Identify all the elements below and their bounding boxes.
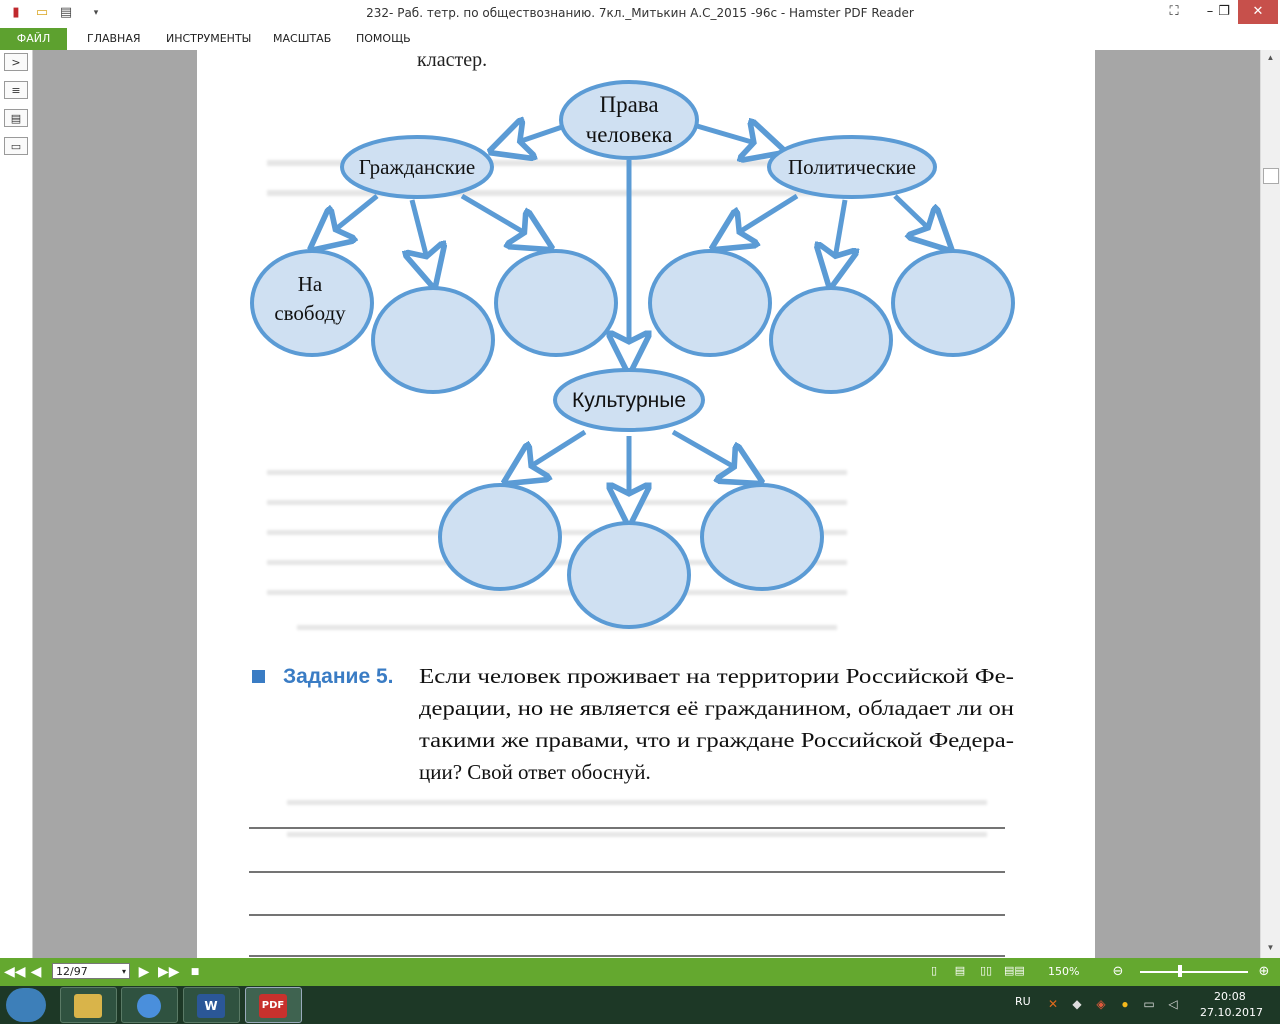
close-button[interactable]: ✕ bbox=[1238, 0, 1278, 24]
minimize-button[interactable]: – bbox=[1206, 4, 1214, 19]
fullscreen-button[interactable]: ⛶ bbox=[1169, 4, 1179, 19]
quick-access-dropdown-icon[interactable]: ▾ bbox=[93, 8, 99, 18]
root-label-line2: человека bbox=[586, 122, 673, 147]
zoom-out-icon[interactable]: ⊖ bbox=[1112, 964, 1124, 979]
menu-help[interactable]: ПОМОЩЬ bbox=[356, 32, 411, 45]
first-page-icon[interactable]: ◀◀ bbox=[4, 964, 26, 980]
task-text-line-2: дерации, но не является её гражданином, … bbox=[419, 696, 1014, 720]
clock-time[interactable]: 20:08 bbox=[1214, 990, 1246, 1003]
task-text-line-1: Если человек проживает на территории Рос… bbox=[419, 664, 1014, 688]
node-civil-empty-2 bbox=[494, 249, 618, 357]
single-page-view-icon[interactable]: ▯ bbox=[930, 964, 938, 977]
folder-icon bbox=[74, 994, 102, 1018]
restore-button[interactable]: ❐ bbox=[1218, 4, 1230, 19]
node-civil-empty-1 bbox=[371, 286, 495, 394]
scrollbar-thumb[interactable] bbox=[1263, 168, 1279, 184]
page-indicator: 12/97 bbox=[56, 965, 88, 978]
update-icon[interactable]: ◈ bbox=[1096, 997, 1106, 1011]
cluster-caption: кластер. bbox=[417, 50, 487, 71]
node-human-rights bbox=[559, 80, 699, 160]
menu-zoom[interactable]: МАСШТАБ bbox=[273, 32, 332, 45]
page-dropdown-icon[interactable]: ▾ bbox=[121, 967, 126, 976]
answer-lines bbox=[249, 827, 1005, 957]
node-political-empty-1 bbox=[648, 249, 772, 357]
diagram-nodes bbox=[250, 80, 1015, 629]
scroll-down-icon[interactable]: ▼ bbox=[1266, 943, 1275, 952]
node-political-empty-3 bbox=[891, 249, 1015, 357]
title-bar: ▮ ▭ ▤ ▾ 232- Раб. тетр. по обществознани… bbox=[0, 0, 1280, 28]
network-icon[interactable]: ▭ bbox=[1143, 997, 1155, 1011]
node-cultural-empty-3 bbox=[700, 483, 824, 591]
zoom-level: 150% bbox=[1048, 965, 1080, 978]
node-cultural bbox=[553, 368, 705, 432]
taskbar-chrome[interactable] bbox=[121, 987, 178, 1023]
task-label: Задание 5. bbox=[283, 665, 393, 688]
avast-icon[interactable]: ✕ bbox=[1047, 997, 1059, 1011]
political-label: Политические bbox=[788, 155, 916, 179]
shield-icon[interactable]: ◆ bbox=[1072, 997, 1082, 1011]
print-icon[interactable]: ▤ bbox=[59, 5, 73, 20]
open-folder-icon[interactable]: ▭ bbox=[35, 5, 49, 20]
pdf-page: кластер. bbox=[197, 50, 1095, 958]
scroll-up-icon[interactable]: ▲ bbox=[1266, 53, 1275, 62]
node-cultural-empty-1 bbox=[438, 483, 562, 591]
start-button[interactable] bbox=[6, 988, 46, 1022]
rights-cluster-diagram: кластер. bbox=[249, 50, 1015, 957]
task-text-line-4: ции? Свой ответ обоснуй. bbox=[419, 760, 651, 784]
status-bar: ◀◀ ◀ 12/97 ▾ ▶ ▶▶ ■ ▯ ▤ ▯▯ ▤▤ 150% ⊖ ⊕ bbox=[0, 958, 1280, 986]
document-viewer[interactable]: кластер. bbox=[33, 50, 1260, 958]
window-title: 232- Раб. тетр. по обществознанию. 7кл._… bbox=[366, 6, 914, 20]
volume-icon[interactable]: ◁ bbox=[1168, 997, 1178, 1011]
language-indicator[interactable]: RU bbox=[1015, 995, 1031, 1008]
zoom-in-icon[interactable]: ⊕ bbox=[1258, 964, 1270, 979]
node-civil bbox=[340, 135, 494, 199]
annotations-icon[interactable]: ▭ bbox=[4, 137, 28, 155]
node-freedom bbox=[250, 249, 374, 357]
thumbnails-icon[interactable]: ▤ bbox=[4, 109, 28, 127]
taskbar-word[interactable]: W bbox=[183, 987, 240, 1023]
next-page-icon[interactable]: ▶ bbox=[138, 964, 150, 980]
two-page-continuous-view-icon[interactable]: ▤▤ bbox=[1004, 964, 1025, 977]
last-page-icon[interactable]: ▶▶ bbox=[158, 964, 180, 980]
stop-icon[interactable]: ■ bbox=[190, 967, 200, 977]
clock-date[interactable]: 27.10.2017 bbox=[1200, 1006, 1263, 1019]
freedom-label-line1: На bbox=[298, 272, 323, 296]
task-text-line-3: такими же правами, что и граждане Россий… bbox=[419, 728, 1014, 752]
taskbar-explorer[interactable] bbox=[60, 987, 117, 1023]
node-cultural-empty-2 bbox=[567, 521, 691, 629]
word-icon: W bbox=[197, 994, 225, 1018]
chrome-icon bbox=[137, 994, 161, 1018]
diagram-arrows bbox=[315, 126, 947, 520]
app-logo-icon: ▮ bbox=[12, 5, 20, 20]
node-political-empty-2 bbox=[769, 286, 893, 394]
taskbar: W PDF RU ✕ ◆ ◈ ● ▭ ◁ 20:08 27.10.2017 bbox=[0, 986, 1280, 1024]
continuous-view-icon[interactable]: ▤ bbox=[954, 964, 966, 977]
menu-tools[interactable]: ИНСТРУМЕНТЫ bbox=[166, 32, 252, 45]
menu-file[interactable]: ФАЙЛ bbox=[0, 28, 67, 50]
menu-bar: ФАЙЛ ГЛАВНАЯ ИНСТРУМЕНТЫ МАСШТАБ ПОМОЩЬ bbox=[0, 28, 1280, 51]
bookmarks-icon[interactable]: ≡ bbox=[4, 81, 28, 99]
taskbar-pdf-reader[interactable]: PDF bbox=[245, 987, 302, 1023]
civil-label: Гражданские bbox=[359, 155, 475, 179]
expand-panel-icon[interactable]: > bbox=[4, 53, 28, 71]
notification-icon[interactable]: ● bbox=[1121, 997, 1129, 1011]
root-label-line1: Права bbox=[599, 92, 658, 117]
zoom-slider[interactable] bbox=[1140, 971, 1248, 973]
node-political bbox=[767, 135, 937, 199]
previous-page-icon[interactable]: ◀ bbox=[30, 964, 42, 980]
menu-home[interactable]: ГЛАВНАЯ bbox=[87, 32, 141, 45]
task-bullet-icon bbox=[252, 670, 265, 683]
pdf-icon: PDF bbox=[259, 994, 287, 1018]
zoom-slider-knob[interactable] bbox=[1177, 965, 1182, 977]
page-number-input[interactable]: 12/97 ▾ bbox=[52, 963, 130, 979]
two-page-view-icon[interactable]: ▯▯ bbox=[979, 964, 993, 977]
freedom-label-line2: свободу bbox=[274, 301, 346, 325]
vertical-scrollbar[interactable]: ▲ ▼ bbox=[1260, 50, 1280, 958]
cultural-label: Культурные bbox=[572, 389, 686, 412]
left-panel: > ≡ ▤ ▭ bbox=[0, 50, 33, 958]
